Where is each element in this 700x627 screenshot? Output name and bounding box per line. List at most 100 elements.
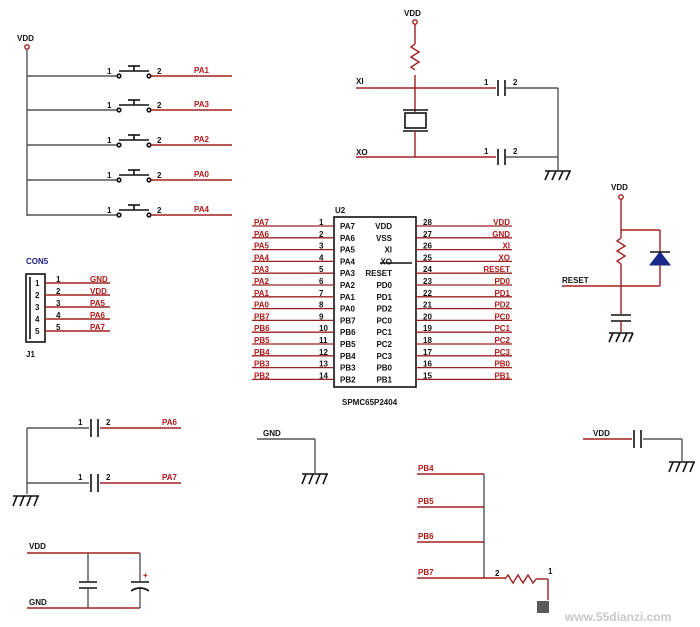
svg-text:20: 20 <box>423 312 432 321</box>
svg-text:PC1: PC1 <box>376 328 392 337</box>
oscillator-circuit: VDD XI XO 1 2 1 2 <box>356 9 571 181</box>
svg-text:2: 2 <box>157 206 162 215</box>
svg-text:1: 1 <box>484 147 489 156</box>
svg-text:PB5: PB5 <box>340 340 356 349</box>
connector-pin: 2 2 VDD <box>35 287 110 300</box>
svg-text:24: 24 <box>423 265 432 274</box>
svg-text:1: 1 <box>78 473 83 482</box>
svg-text:2: 2 <box>157 136 162 145</box>
svg-text:PB4: PB4 <box>418 464 434 473</box>
switch-net-label: PA3 <box>194 100 210 109</box>
svg-text:PB0: PB0 <box>494 360 510 369</box>
svg-text:PA0: PA0 <box>340 305 356 314</box>
svg-text:XI: XI <box>384 246 392 255</box>
svg-text:6: 6 <box>319 277 324 286</box>
switch-net-label: PA4 <box>194 205 210 214</box>
chip-pin-left: PA0 8 PA0 <box>252 301 356 314</box>
svg-text:1: 1 <box>548 567 553 576</box>
svg-text:11: 11 <box>319 336 328 345</box>
svg-text:2: 2 <box>106 418 111 427</box>
svg-text:XI: XI <box>502 242 510 251</box>
svg-text:1: 1 <box>107 171 112 180</box>
svg-text:3: 3 <box>56 299 61 308</box>
crystal <box>404 112 427 129</box>
svg-text:8: 8 <box>319 301 324 310</box>
svg-text:2: 2 <box>56 287 61 296</box>
svg-text:PA0: PA0 <box>254 301 270 310</box>
connector-net-label: VDD <box>90 287 107 296</box>
svg-text:PD2: PD2 <box>376 305 392 314</box>
svg-text:23: 23 <box>423 277 432 286</box>
reset-vdd-label: VDD <box>611 183 628 192</box>
svg-text:GND: GND <box>492 230 510 239</box>
connector-net-label: PA6 <box>90 311 106 320</box>
svg-text:PD1: PD1 <box>494 289 510 298</box>
svg-text:RESET: RESET <box>483 265 510 274</box>
svg-text:1: 1 <box>35 279 40 288</box>
svg-text:PB7: PB7 <box>254 312 270 321</box>
chip-ref: U2 <box>335 206 346 215</box>
svg-text:PB4: PB4 <box>254 348 270 357</box>
pullup-ground-block <box>537 601 549 613</box>
svg-text:2: 2 <box>157 67 162 76</box>
svg-text:1: 1 <box>107 101 112 110</box>
svg-text:2: 2 <box>35 291 40 300</box>
svg-text:2: 2 <box>157 101 162 110</box>
svg-text:1: 1 <box>319 218 324 227</box>
svg-text:4: 4 <box>319 253 324 262</box>
connector-ref: J1 <box>26 350 35 359</box>
reset-diode <box>648 251 672 266</box>
svg-text:4: 4 <box>35 315 40 324</box>
chip-body <box>333 216 417 388</box>
switch-net-label: PA0 <box>194 170 210 179</box>
svg-text:7: 7 <box>319 289 324 298</box>
vdd-cap-right: VDD <box>583 429 695 473</box>
svg-text:PA3: PA3 <box>340 269 356 278</box>
svg-text:PD0: PD0 <box>494 277 510 286</box>
svg-text:PC3: PC3 <box>494 348 510 357</box>
svg-text:5: 5 <box>56 323 61 332</box>
pullup-net: PB6 <box>417 532 484 543</box>
svg-text:5: 5 <box>319 265 324 274</box>
svg-text:PA4: PA4 <box>254 253 270 262</box>
svg-text:26: 26 <box>423 242 432 251</box>
svg-text:2: 2 <box>319 230 324 239</box>
svg-text:1: 1 <box>56 275 61 284</box>
svg-text:PA7: PA7 <box>340 222 356 231</box>
switch-vdd-label: VDD <box>17 34 34 43</box>
svg-text:PA6: PA6 <box>340 234 356 243</box>
svg-text:PB3: PB3 <box>340 364 356 373</box>
chip-part: SPMC65P2404 <box>342 398 398 407</box>
reset-resistor <box>615 237 627 265</box>
reset-ground-symbol <box>608 332 634 343</box>
svg-text:PC3: PC3 <box>376 352 392 361</box>
svg-text:12: 12 <box>319 348 328 357</box>
osc-resistor <box>409 43 421 71</box>
pullup-net: PB4 <box>417 464 484 475</box>
svg-text:2: 2 <box>513 147 518 156</box>
svg-text:1: 1 <box>107 67 112 76</box>
svg-text:14: 14 <box>319 371 328 380</box>
svg-text:PA6: PA6 <box>254 230 270 239</box>
osc-cap-bottom: 1 2 <box>484 147 518 165</box>
svg-text:PC0: PC0 <box>494 312 510 321</box>
svg-text:28: 28 <box>423 218 432 227</box>
